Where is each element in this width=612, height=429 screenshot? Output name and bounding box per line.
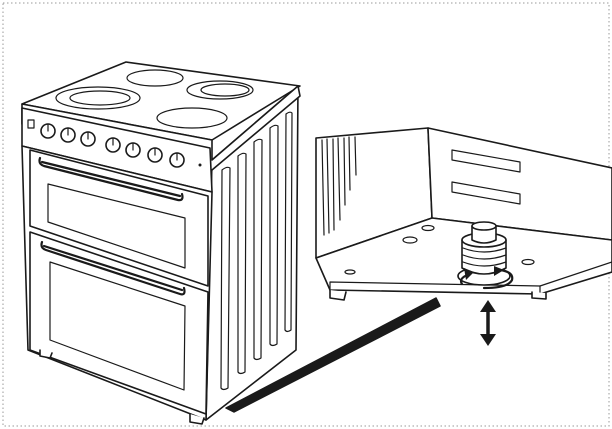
rotate-arrows-icon — [459, 266, 514, 290]
zoom-callout-wedge — [225, 297, 441, 413]
detail-vent-slots — [321, 136, 357, 236]
detail-foot-right — [531, 291, 547, 300]
detail-screw-holes — [344, 224, 535, 275]
upper-oven-door — [29, 149, 209, 287]
detail-foot-left — [329, 289, 347, 301]
detail-back-box — [427, 127, 612, 241]
control-knobs — [40, 123, 202, 168]
leveling-foot-icon — [315, 127, 612, 346]
height-adjust-arrow-icon — [480, 300, 496, 346]
indicator-light — [27, 119, 35, 129]
hob-rings — [55, 69, 254, 129]
detail-back-slots — [451, 149, 521, 205]
cooker-foot-front — [189, 413, 205, 425]
side-vent-slots — [220, 111, 293, 391]
detail-base-edge — [329, 281, 541, 295]
lower-oven-door — [29, 231, 209, 415]
cooker-icon — [21, 61, 301, 425]
cooker-foot-left — [39, 349, 53, 359]
